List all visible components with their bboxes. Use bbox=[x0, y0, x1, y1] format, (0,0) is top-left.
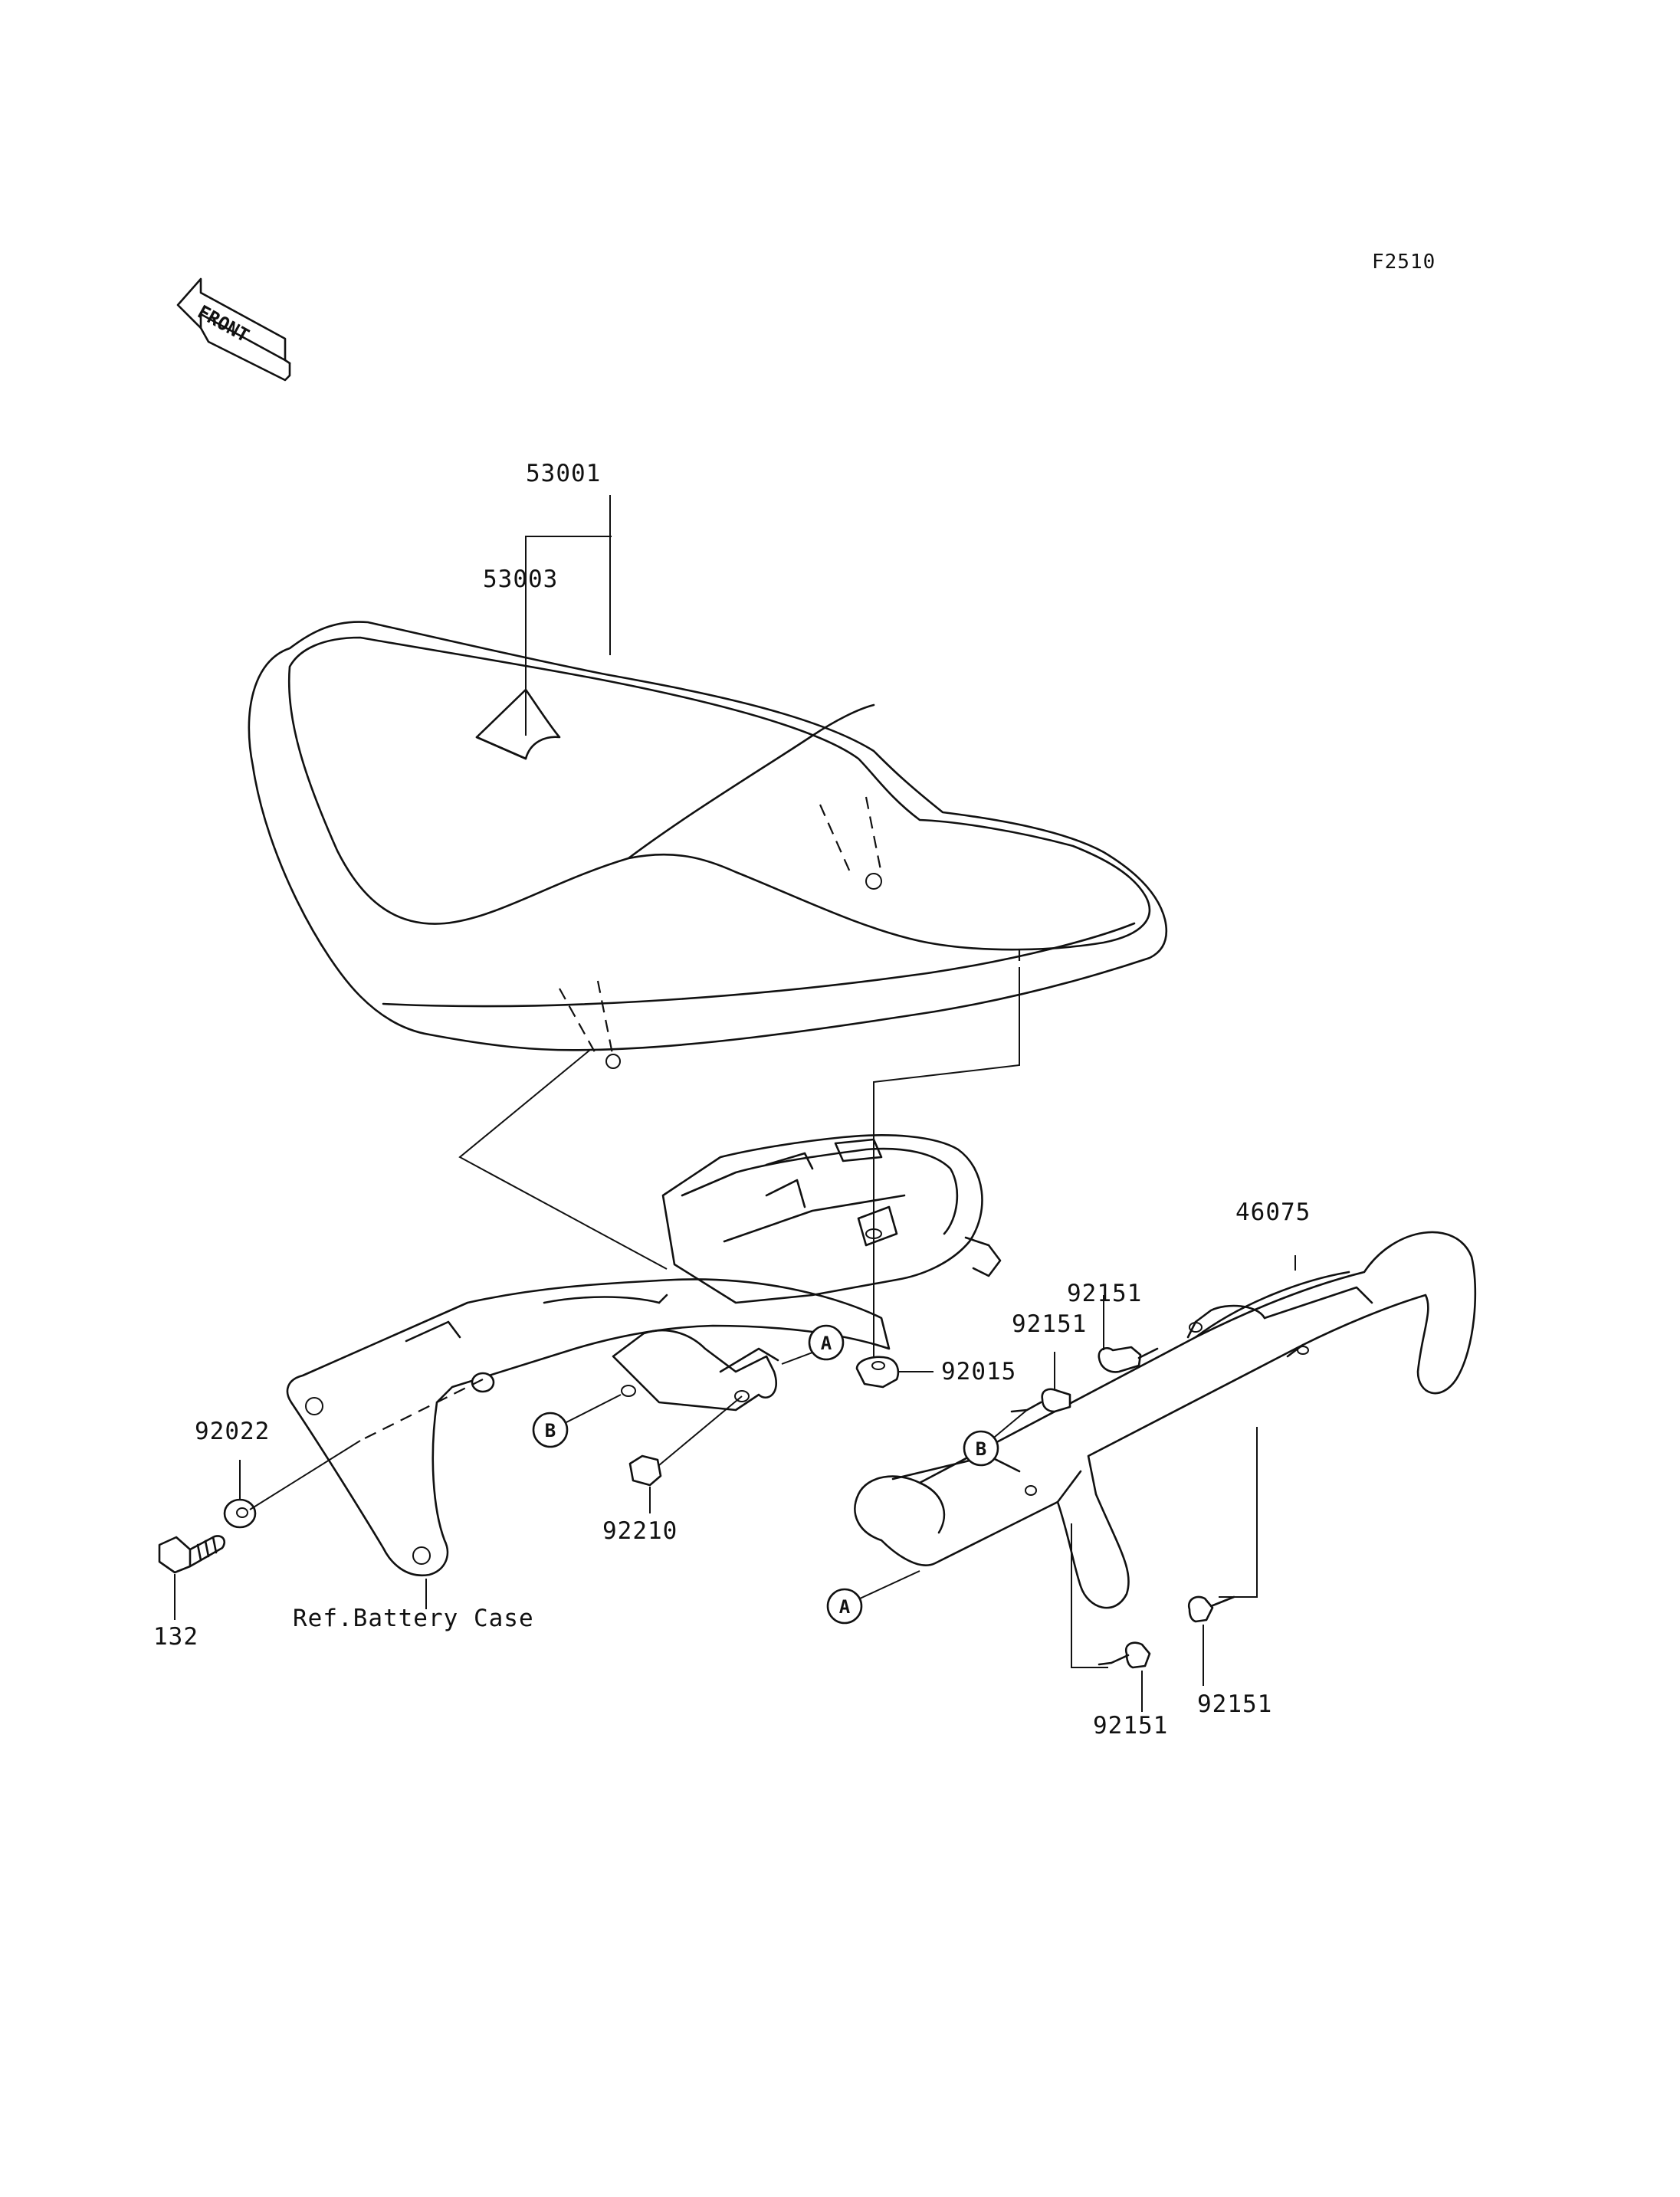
label-92015: 92015 bbox=[941, 1358, 1016, 1385]
label-ref-battery-case: Ref.Battery Case bbox=[293, 1605, 534, 1632]
washer-92022 bbox=[223, 1498, 257, 1529]
seat-assembly bbox=[248, 621, 1168, 1051]
label-53003: 53003 bbox=[483, 566, 558, 593]
label-53001: 53001 bbox=[526, 460, 601, 487]
leader-lines bbox=[174, 495, 1296, 1712]
label-92151-right: 92151 bbox=[1197, 1690, 1272, 1718]
diagram-code: F2510 bbox=[1372, 251, 1436, 274]
callout-a-right: A bbox=[826, 1588, 863, 1625]
front-direction-arrow-icon: FRONT bbox=[176, 277, 291, 382]
bolt-132 bbox=[158, 1535, 225, 1574]
battery-case-bracket bbox=[286, 1278, 891, 1577]
label-46075: 46075 bbox=[1235, 1199, 1311, 1226]
label-92022: 92022 bbox=[195, 1418, 270, 1445]
nut-92015 bbox=[855, 1356, 900, 1389]
svg-text:B: B bbox=[976, 1438, 986, 1460]
svg-text:A: A bbox=[821, 1333, 832, 1354]
screw-92151-bottom bbox=[1098, 1641, 1151, 1669]
label-92210: 92210 bbox=[602, 1517, 678, 1545]
label-92151-mid: 92151 bbox=[1012, 1310, 1087, 1338]
screw-92151-right bbox=[1187, 1595, 1235, 1623]
label-92151-bottom: 92151 bbox=[1093, 1712, 1168, 1740]
nut-92210 bbox=[628, 1454, 662, 1487]
label-132: 132 bbox=[153, 1623, 199, 1651]
seat-bracket bbox=[661, 1134, 1002, 1304]
callout-b-left: B bbox=[532, 1412, 569, 1448]
screw-92151-mid bbox=[1010, 1388, 1071, 1413]
grab-rail bbox=[854, 1231, 1477, 1609]
seat-hook-dashes bbox=[559, 796, 1021, 1069]
svg-text:B: B bbox=[545, 1420, 556, 1441]
callout-b-right: B bbox=[963, 1430, 999, 1467]
screw-92151-upper bbox=[1098, 1346, 1159, 1373]
label-92151-upper: 92151 bbox=[1067, 1280, 1142, 1307]
svg-text:A: A bbox=[839, 1596, 851, 1618]
callout-a-left: A bbox=[808, 1324, 845, 1361]
